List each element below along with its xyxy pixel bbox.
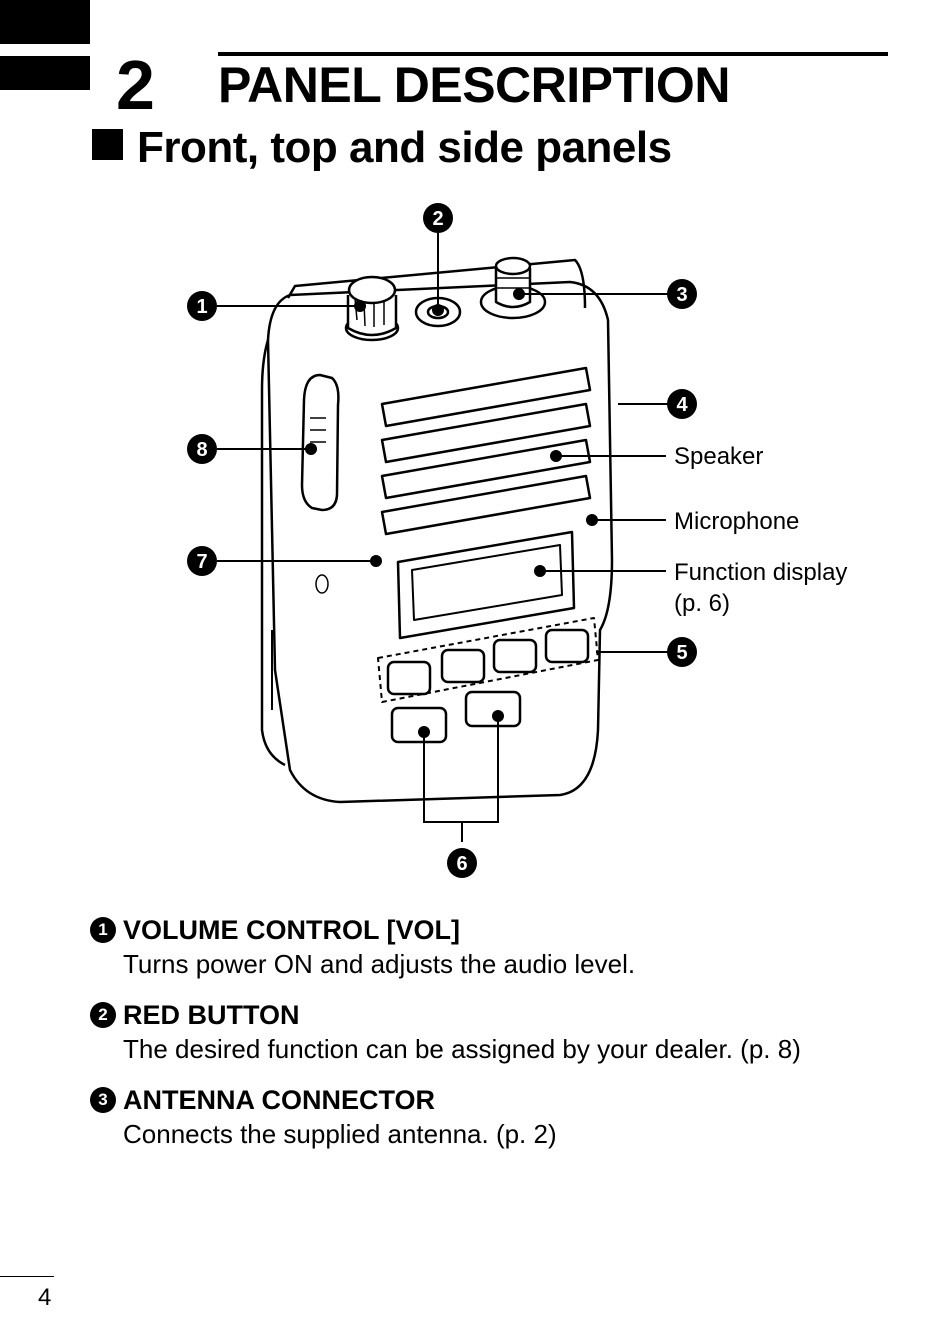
display-frame — [396, 530, 576, 640]
radio-diagram: 1 2 3 4 5 6 7 8 Speaker Microphone Funct… — [187, 203, 847, 878]
description-1: 1 VOLUME CONTROL [VOL] Turns power ON and… — [90, 914, 890, 982]
label-function-display-ref: (p. 6) — [674, 590, 730, 617]
callout-6: 6 — [456, 853, 467, 875]
chapter-rule — [218, 52, 888, 56]
label-microphone: Microphone — [674, 508, 799, 535]
description-title: ANTENNA CONNECTOR — [123, 1085, 436, 1115]
description-title: VOLUME CONTROL [VOL] — [123, 915, 460, 945]
speaker-grille-3 — [380, 438, 592, 500]
chapter-tab-top — [0, 0, 90, 44]
chapter-title: PANEL DESCRIPTION — [218, 57, 730, 113]
front-key-1 — [386, 660, 432, 696]
description-text: Connects the supplied antenna. (p. 2) — [123, 1119, 557, 1150]
chapter-tab-bottom — [0, 56, 90, 90]
description-text: Turns power ON and adjusts the audio lev… — [123, 949, 636, 980]
description-3: 3 ANTENNA CONNECTOR Connects the supplied… — [90, 1084, 890, 1152]
section-title: Front, top and side panels — [92, 123, 672, 172]
radio-top-cap — [286, 258, 587, 309]
description-badge: 3 — [90, 1087, 116, 1114]
chapter-number: 2 — [116, 46, 155, 124]
callout-2: 2 — [432, 208, 443, 230]
label-speaker: Speaker — [674, 443, 763, 470]
front-key-2 — [440, 648, 486, 684]
front-key-3 — [492, 638, 538, 674]
label-function-display: Function display — [674, 559, 847, 586]
callout-3: 3 — [676, 284, 687, 306]
front-key-4 — [544, 628, 590, 664]
bottom-key-2 — [464, 690, 522, 728]
page-number-rule — [0, 1276, 54, 1277]
description-badge: 2 — [90, 1002, 116, 1029]
speaker-grille-4 — [380, 474, 592, 536]
callout-7: 7 — [196, 551, 207, 573]
speaker-grille-2 — [380, 402, 592, 464]
section-square-icon — [92, 129, 123, 160]
description-2: 2 RED BUTTON The desired function can be … — [90, 999, 890, 1067]
bottom-key-1 — [390, 706, 448, 744]
callout-4: 4 — [676, 394, 688, 416]
front-keys-group — [377, 617, 599, 703]
callout-8: 8 — [196, 439, 207, 461]
speaker-grille-1 — [380, 366, 592, 428]
description-title: RED BUTTON — [123, 1000, 300, 1030]
page-number: 4 — [38, 1284, 52, 1311]
callout-5: 5 — [676, 642, 687, 664]
description-text: The desired function can be assigned by … — [123, 1034, 801, 1065]
display-screen — [411, 544, 563, 621]
description-badge: 1 — [90, 917, 116, 944]
section-title-text: Front, top and side panels — [137, 123, 672, 172]
callout-1: 1 — [196, 296, 207, 318]
